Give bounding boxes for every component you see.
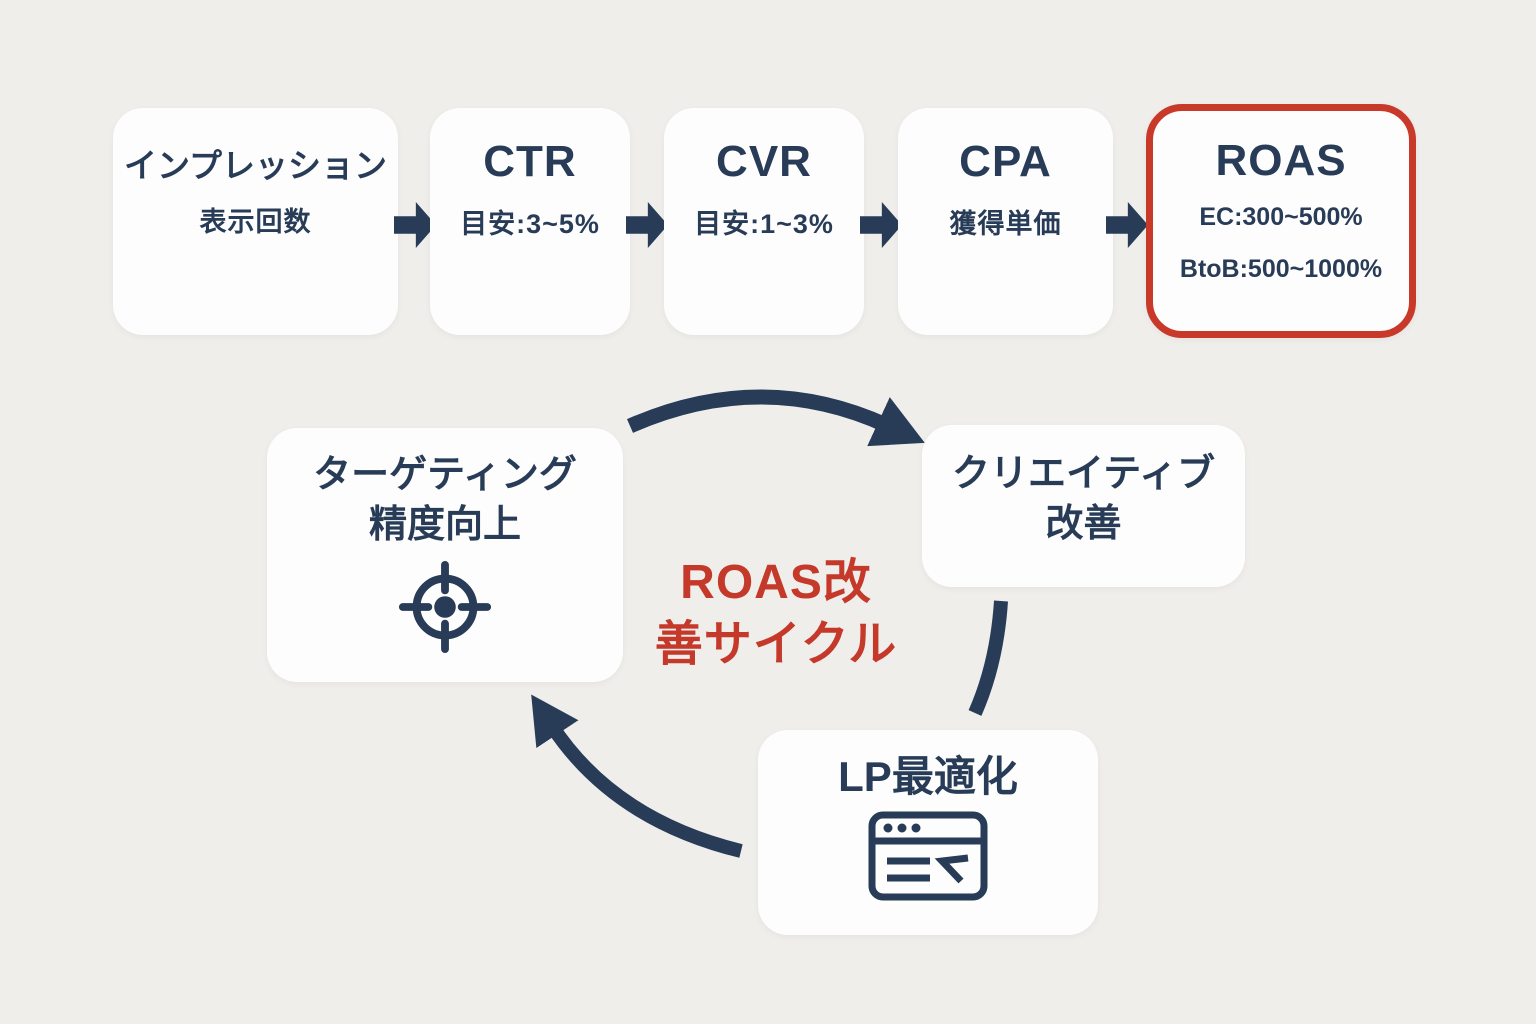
browser-window-icon [758,810,1098,907]
funnel-step-impression: インプレッション 表示回数 [113,108,398,335]
right-block-arrow-icon [860,202,902,248]
cycle-node-label-line2: 精度向上 [368,504,521,547]
cycle-node-label-line2: 改善 [1045,503,1122,546]
funnel-step-title: ROAS [1215,136,1347,185]
funnel-step-subtitle: 目安:3~5% [460,209,600,240]
right-block-arrow-icon [626,202,668,248]
funnel-step-subtitle: EC:300~500% [1199,203,1363,232]
cycle-node-lp-optimization: LP最適化 [758,730,1098,935]
cycle-node-creative: クリエイティブ 改善 [922,425,1245,587]
funnel-step-subtitle: 獲得単価 [949,209,1062,240]
funnel-step-subtitle2: BtoB:500~1000% [1179,255,1383,284]
cycle-arrow-top-icon [626,389,925,447]
funnel-step-roas-highlighted: ROAS EC:300~500% BtoB:500~1000% [1146,104,1416,338]
cycle-node-label-line1: クリエイティブ [952,453,1215,495]
cycle-title-line2: 善サイクル [654,618,898,672]
funnel-step-title: CTR [483,137,577,186]
target-icon [267,558,623,661]
cycle-node-label-line1: ターゲティング [313,454,577,496]
funnel-step-title: インプレッション [123,147,387,184]
funnel-step-cvr: CVR 目安:1~3% [664,108,864,335]
cycle-arc-right-icon [968,600,1008,716]
cycle-node-targeting: ターゲティング 精度向上 [267,428,623,682]
cycle-title-line1: ROAS改 [680,556,872,609]
funnel-step-subtitle: 目安:1~3% [694,209,834,240]
cycle-node-label-line1: LP最適化 [838,753,1018,800]
funnel-step-subtitle: 表示回数 [199,207,312,238]
funnel-step-ctr: CTR 目安:3~5% [430,108,630,335]
cycle-arrow-bottomleft-icon [531,694,743,858]
funnel-step-cpa: CPA 獲得単価 [898,108,1113,335]
funnel-step-title: CVR [716,137,812,186]
funnel-step-title: CPA [959,137,1052,186]
cycle-title: ROAS改 善サイクル [614,552,938,677]
